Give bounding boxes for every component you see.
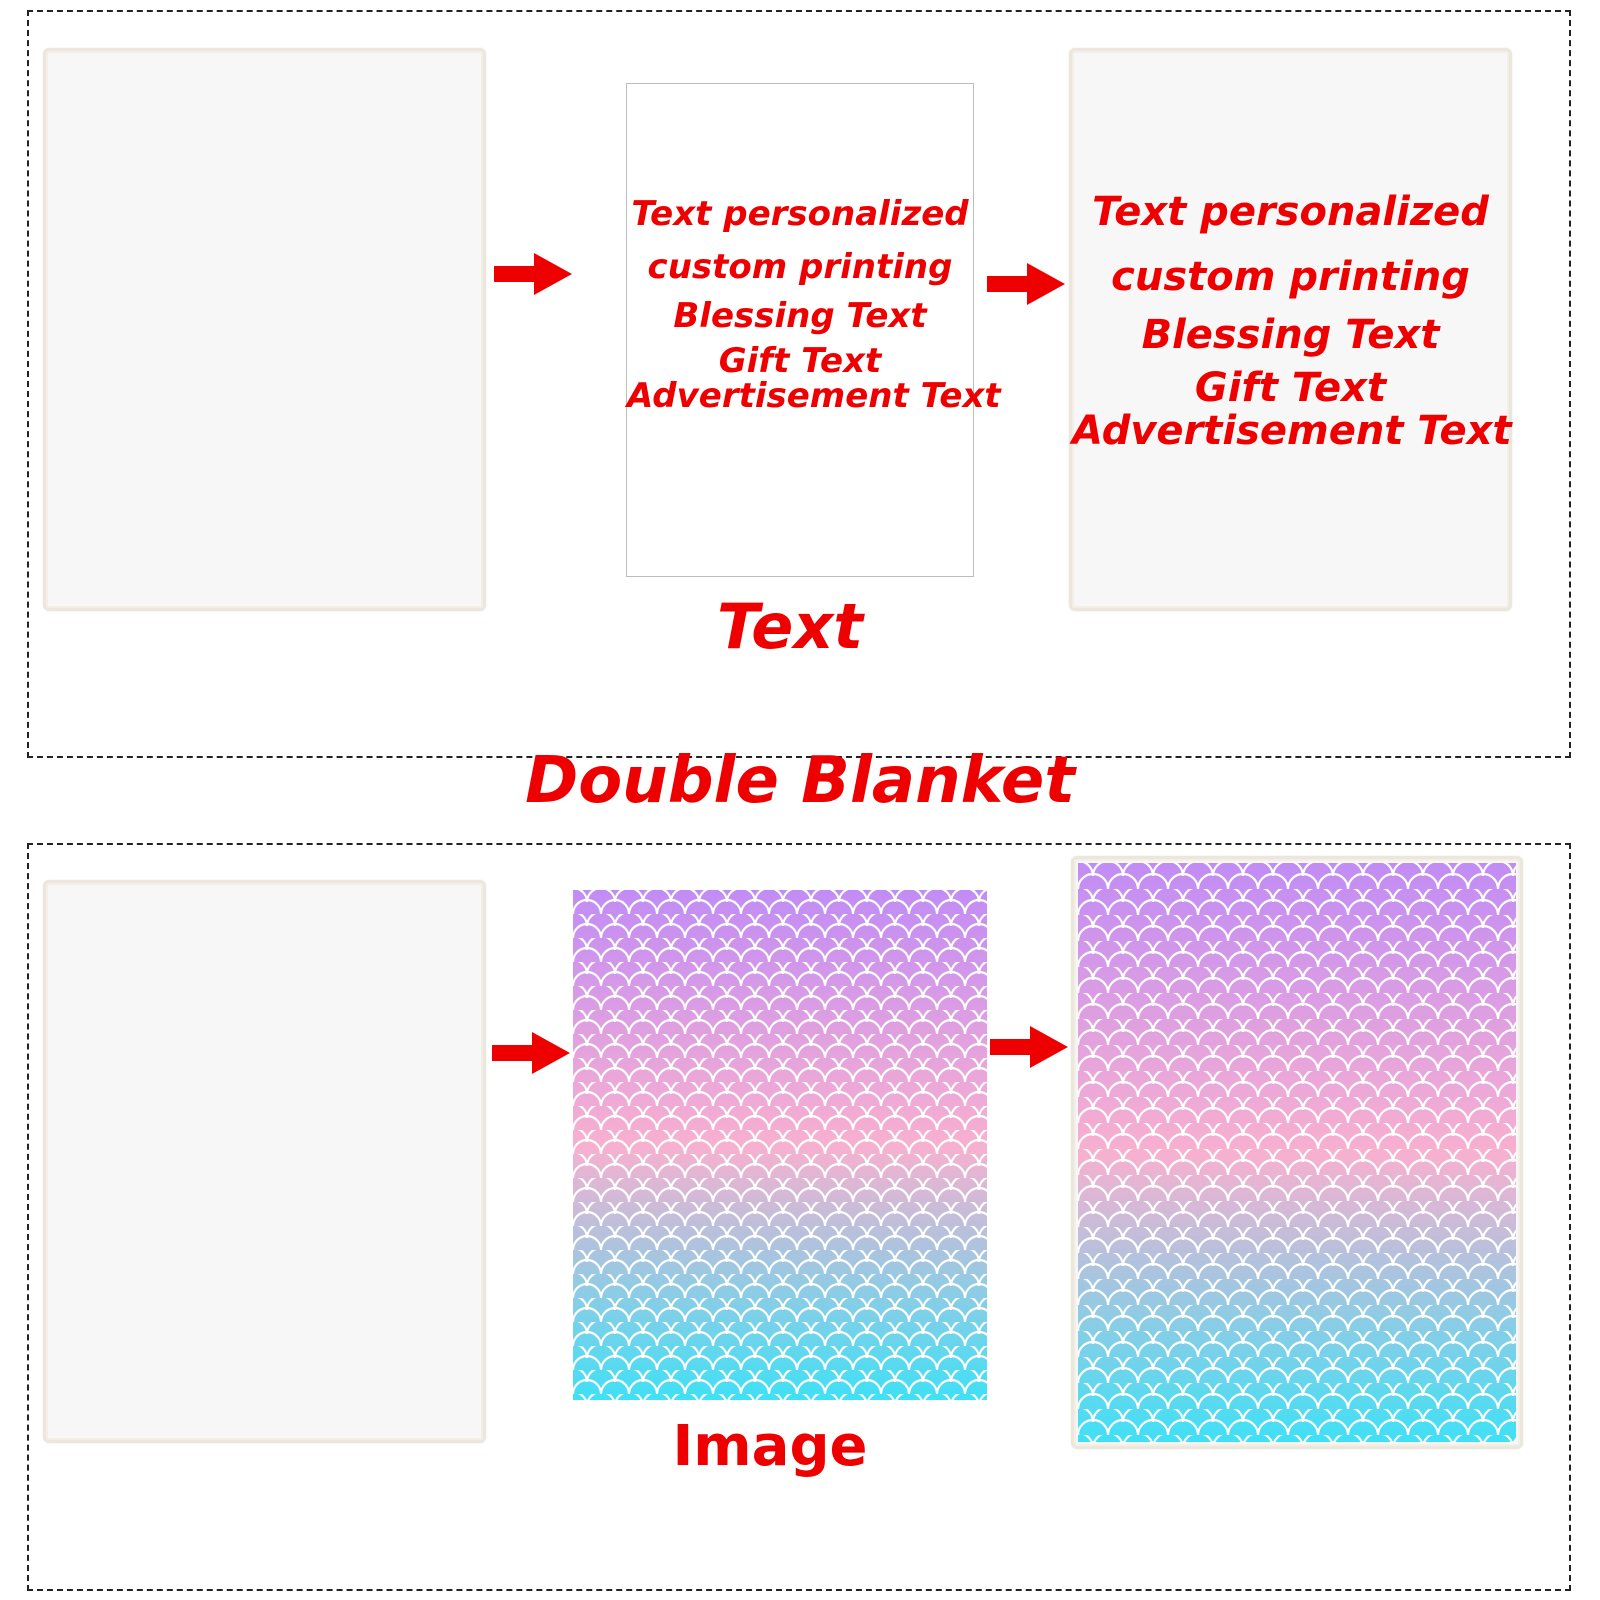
- image-caption: Image: [672, 1414, 868, 1479]
- right-arrow-icon: [990, 1026, 1068, 1068]
- right-arrow-icon: [492, 1032, 570, 1074]
- image-printed-blanket: [1071, 856, 1523, 1449]
- text-caption: Text: [717, 590, 863, 663]
- design-text-line: Gift Text: [718, 341, 882, 381]
- page-title: Double Blanket: [525, 744, 1075, 818]
- right-arrow-icon: [987, 263, 1065, 305]
- right-arrow-icon: [494, 253, 572, 295]
- printed-text-line: Advertisement Text: [1072, 408, 1512, 454]
- printed-text-line: Gift Text: [1194, 365, 1387, 411]
- design-text-line: custom printing: [647, 247, 953, 287]
- printed-text-line: Blessing Text: [1141, 312, 1440, 358]
- text-design-sheet: Text personalized custom printing Blessi…: [626, 83, 1001, 577]
- design-text-line: Blessing Text: [673, 296, 927, 336]
- design-text-line: Advertisement Text: [627, 376, 1001, 416]
- design-text-line: Text personalized: [631, 194, 969, 234]
- printed-scale-image: [1078, 863, 1516, 1442]
- printed-text-line: Text personalized: [1092, 189, 1489, 235]
- text-customization-panel: [27, 10, 1571, 758]
- blank-blanket: [43, 880, 486, 1443]
- image-customization-panel: [27, 843, 1571, 1591]
- printed-text-line: custom printing: [1111, 254, 1470, 300]
- mermaid-scale-image: [573, 890, 987, 1400]
- blank-blanket: [43, 48, 486, 611]
- text-printed-blanket: Text personalized custom printing Blessi…: [1069, 48, 1512, 611]
